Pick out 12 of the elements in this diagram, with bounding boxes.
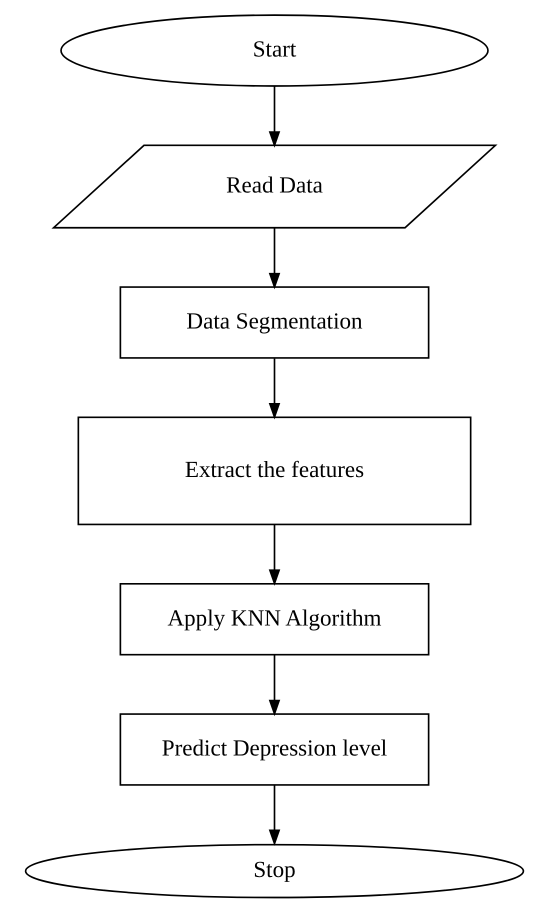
node-ellipse: Start [60, 14, 488, 87]
arrow [268, 86, 280, 148]
arrow [268, 524, 280, 586]
node-ellipse: Stop [24, 844, 524, 898]
node-box: Apply KNN Algorithm [119, 583, 429, 656]
node-box: Extract the features [77, 416, 471, 526]
arrow [268, 785, 280, 846]
arrow [268, 228, 280, 290]
node-box: Data Segmentation [119, 286, 429, 359]
arrow [268, 358, 280, 420]
node-box: Predict Depression level [119, 713, 429, 786]
arrow [268, 654, 280, 716]
